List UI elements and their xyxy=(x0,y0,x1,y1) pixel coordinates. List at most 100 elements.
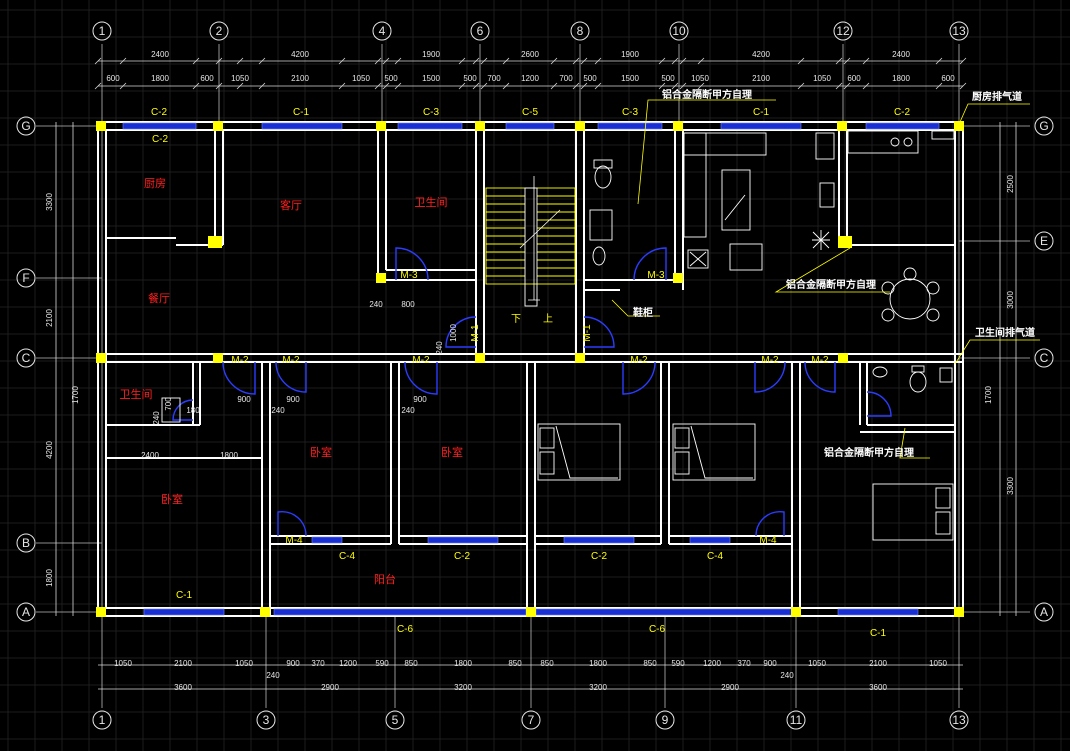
axis-bubbles-right: G E C A xyxy=(1034,116,1054,622)
axis-bottom-label: 9 xyxy=(662,713,669,727)
dim-label: 600 xyxy=(106,74,120,83)
dim-label: 370 xyxy=(737,659,751,668)
window-label: C-1 xyxy=(293,107,310,118)
dim-label: 2100 xyxy=(174,659,192,668)
axis-right-label: E xyxy=(1040,234,1048,248)
window-c2 xyxy=(865,122,940,130)
door-label: M-4 xyxy=(759,535,777,546)
axis-top-label: 2 xyxy=(216,24,223,38)
window-label: C-2 xyxy=(151,107,168,118)
window-label: C-3 xyxy=(423,107,440,118)
door-label: M-3 xyxy=(400,270,418,281)
dim-label: 900 xyxy=(413,395,427,404)
dim-label: 900 xyxy=(763,659,777,668)
top-inner-dims: 600 1800 600 1050 2100 1050 500 1500 500… xyxy=(106,74,955,83)
room-label-bedroom: 卧室 xyxy=(161,492,183,506)
note-kitchen-vent: 厨房排气道 xyxy=(972,90,1022,103)
dim-label: 2100 xyxy=(45,309,54,327)
dim-label: 240 xyxy=(152,411,161,425)
door-label: M-1 xyxy=(582,324,593,342)
dim-label: 1200 xyxy=(339,659,357,668)
dim-label: 370 xyxy=(311,659,325,668)
axis-bottom-label: 3 xyxy=(263,713,270,727)
window-c2 xyxy=(563,536,635,544)
dim-label: 1800 xyxy=(454,659,472,668)
window-c2 xyxy=(427,536,499,544)
stair-label-up: 上 xyxy=(543,313,553,325)
dim-label: 2500 xyxy=(1006,175,1015,193)
axis-right-label: A xyxy=(1040,605,1048,619)
dim-label: 2400 xyxy=(141,451,159,460)
dim-label: 700 xyxy=(164,397,173,411)
annotations: 铝合金隔断甲方自理 厨房排气道 铝合金隔断甲方自理 卫生间排气道 铝合金隔断甲方… xyxy=(611,88,1040,459)
dim-label: 2600 xyxy=(521,50,539,59)
door-label: M-2 xyxy=(811,355,829,366)
dim-label: 1800 xyxy=(151,74,169,83)
door-labels: M-3 M-3 M-1 M-1 M-2 M-2 M-2 M-2 M-2 M-2 … xyxy=(231,270,829,546)
dim-label: 700 xyxy=(559,74,573,83)
axis-top-label: 4 xyxy=(379,24,386,38)
stair-label-down: 下 xyxy=(511,314,521,325)
dim-label: 2100 xyxy=(869,659,887,668)
door-label: M-2 xyxy=(282,355,300,366)
window-labels: C-2 C-1 C-3 C-5 C-3 C-1 C-2 C-2 C-1 C-4 … xyxy=(151,107,911,639)
window-label: C-1 xyxy=(753,107,770,118)
room-label-bedroom: 卧室 xyxy=(441,445,463,459)
bottom-outer-dims: 3600 2900 3200 3200 2900 3600 xyxy=(174,683,887,692)
axis-top-label: 12 xyxy=(836,24,850,38)
furniture xyxy=(161,130,955,541)
dim-label: 1500 xyxy=(422,74,440,83)
note-partition: 铝合金隔断甲方自理 xyxy=(662,88,752,101)
dim-label: 800 xyxy=(401,300,415,309)
note-partition: 铝合金隔断甲方自理 xyxy=(786,278,876,291)
axis-left-label: G xyxy=(21,119,30,133)
note-partition: 铝合金隔断甲方自理 xyxy=(824,446,914,459)
dim-label: 1050 xyxy=(691,74,709,83)
axis-bubbles-bottom: 1 3 5 7 9 11 13 xyxy=(92,710,969,730)
window-label: C-1 xyxy=(176,590,193,601)
dim-label: 500 xyxy=(463,74,477,83)
dim-label: 3600 xyxy=(869,683,887,692)
axis-right-label: G xyxy=(1039,119,1048,133)
dim-label: 590 xyxy=(375,659,389,668)
dim-label: 1500 xyxy=(621,74,639,83)
room-label-bedroom: 卧室 xyxy=(310,445,332,459)
window-c1 xyxy=(837,608,919,616)
dim-label: 850 xyxy=(643,659,657,668)
dim-label: 900 xyxy=(286,395,300,404)
window-c4 xyxy=(689,536,731,544)
window-c1 xyxy=(143,608,225,616)
dim-label: 1200 xyxy=(703,659,721,668)
dim-label: 240 xyxy=(780,671,794,680)
dim-label: 700 xyxy=(487,74,501,83)
room-labels: 厨房 客厅 卫生间 餐厅 卫生间 卧室 卧室 卧室 阳台 下 上 xyxy=(120,177,554,586)
dim-label: 2100 xyxy=(291,74,309,83)
dim-label: 1050 xyxy=(929,659,947,668)
dim-label: 240 xyxy=(435,341,444,355)
door-label: M-4 xyxy=(285,535,303,546)
dim-label: 3300 xyxy=(1006,477,1015,495)
dim-label: 3200 xyxy=(454,683,472,692)
room-label-living: 客厅 xyxy=(280,198,302,212)
walls xyxy=(97,121,964,617)
dim-label: 2400 xyxy=(892,50,910,59)
dim-label: 1050 xyxy=(813,74,831,83)
axis-top-label: 6 xyxy=(477,24,484,38)
doors xyxy=(172,247,892,537)
window-label: C-4 xyxy=(707,551,724,562)
dim-label: 4200 xyxy=(45,441,54,459)
axis-bubbles-left: G F C B A xyxy=(16,116,36,622)
dim-label: 2400 xyxy=(151,50,169,59)
window-label: C-1 xyxy=(870,628,887,639)
dim-label: 3600 xyxy=(174,683,192,692)
room-label-dining: 餐厅 xyxy=(148,291,170,305)
dim-label: 900 xyxy=(237,395,251,404)
dim-label: 1900 xyxy=(621,50,639,59)
door-label: M-1 xyxy=(470,324,481,342)
axis-top-label: 1 xyxy=(99,24,106,38)
dim-label: 1000 xyxy=(449,324,458,342)
window-label: C-4 xyxy=(339,551,356,562)
door-label: M-2 xyxy=(761,355,779,366)
bottom-inner-dims: 1050 2100 1050 900 370 1200 590 850 1800… xyxy=(114,659,947,668)
